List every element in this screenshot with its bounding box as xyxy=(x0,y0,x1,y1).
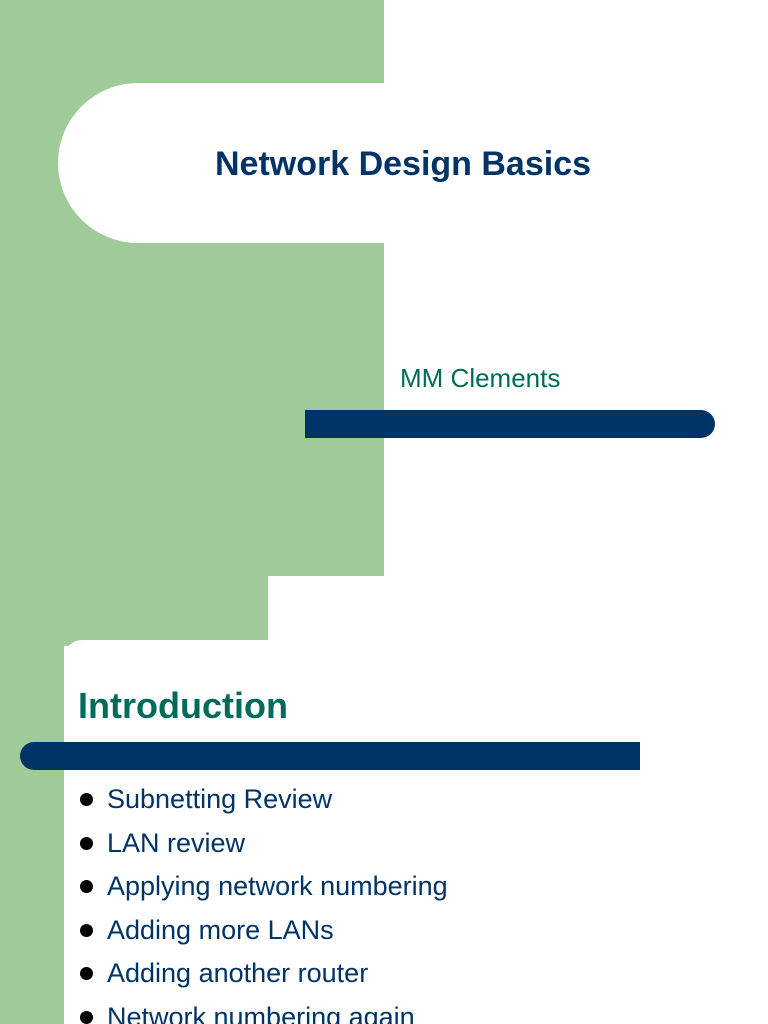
bullet-icon xyxy=(80,1010,93,1024)
accent-bar xyxy=(20,742,640,770)
title-slide: Network Design Basics MM Clements xyxy=(0,0,768,576)
slide-title: Network Design Basics xyxy=(214,145,592,183)
title-banner xyxy=(58,83,768,243)
slide-heading: Introduction xyxy=(78,685,288,726)
green-side-panel xyxy=(0,576,64,1024)
bullet-icon xyxy=(80,793,93,806)
content-panel xyxy=(64,640,768,1024)
bullet-icon xyxy=(80,880,93,894)
introduction-slide: Introduction Subnetting Review LAN revie… xyxy=(0,576,768,1024)
bullet-text: LAN review xyxy=(107,827,246,858)
bullet-icon xyxy=(80,836,93,850)
accent-bar xyxy=(305,410,715,438)
slide-subtitle-author: MM Clements xyxy=(400,363,561,393)
bullet-item: Subnetting Review xyxy=(78,778,448,822)
bullet-text: Network numbering again xyxy=(107,1001,415,1024)
bullet-icon xyxy=(80,967,93,981)
bullet-text: Adding more LANs xyxy=(107,914,334,945)
bullet-item: LAN review xyxy=(78,822,448,866)
bullet-item: Network numbering again xyxy=(78,996,448,1024)
bullet-item: Adding more LANs xyxy=(78,909,448,953)
bullet-text: Adding another router xyxy=(107,958,369,989)
green-top-panel xyxy=(0,576,268,646)
bullet-item: Adding another router xyxy=(78,952,448,996)
bullet-item: Applying network numbering xyxy=(78,865,448,909)
bullet-icon xyxy=(80,923,93,937)
bullet-text: Subnetting Review xyxy=(107,784,333,814)
bullet-list: Subnetting Review LAN review Applying ne… xyxy=(78,778,448,1024)
bullet-text: Applying network numbering xyxy=(107,871,448,902)
